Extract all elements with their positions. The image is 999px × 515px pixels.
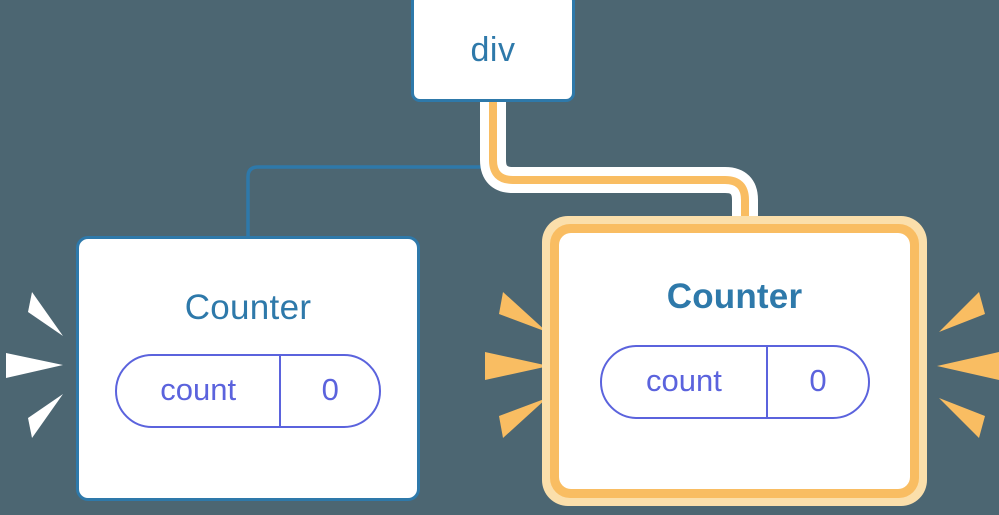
- state-key-left: count: [160, 372, 237, 407]
- sparkle-right-outer: [937, 292, 999, 438]
- sparkle-ray: [28, 394, 63, 438]
- state-value-right: 0: [766, 347, 867, 417]
- state-value-left: 0: [279, 356, 379, 426]
- state-pill-right: count 0: [599, 345, 870, 419]
- node-counter-right-ring: Counter count 0: [550, 224, 919, 498]
- sparkle-ray: [28, 292, 63, 336]
- edge-div-to-counter-left: [246, 100, 495, 238]
- node-counter-right-highlight: Counter count 0: [542, 216, 927, 506]
- sparkle-ray: [937, 352, 999, 380]
- sparkle-ray: [6, 353, 63, 378]
- state-pill-left: count 0: [115, 354, 381, 428]
- node-counter-left[interactable]: Counter count 0: [76, 236, 420, 501]
- edge-div-to-counter-right: [489, 100, 749, 240]
- state-key-right: count: [646, 363, 722, 398]
- sparkle-left-outer: [6, 292, 63, 438]
- sparkle-ray: [499, 398, 547, 438]
- node-counter-right[interactable]: Counter count 0: [559, 233, 910, 489]
- sparkle-ray: [499, 292, 547, 332]
- sparkle-ray: [939, 398, 985, 438]
- node-counter-right-title: Counter: [666, 277, 803, 316]
- sparkle-ray: [485, 352, 549, 380]
- node-counter-left-title: Counter: [184, 288, 312, 327]
- sparkle-left-inner: [485, 292, 549, 438]
- node-div-label: div: [470, 31, 516, 69]
- node-div[interactable]: div: [411, 0, 575, 102]
- sparkle-ray: [939, 292, 985, 332]
